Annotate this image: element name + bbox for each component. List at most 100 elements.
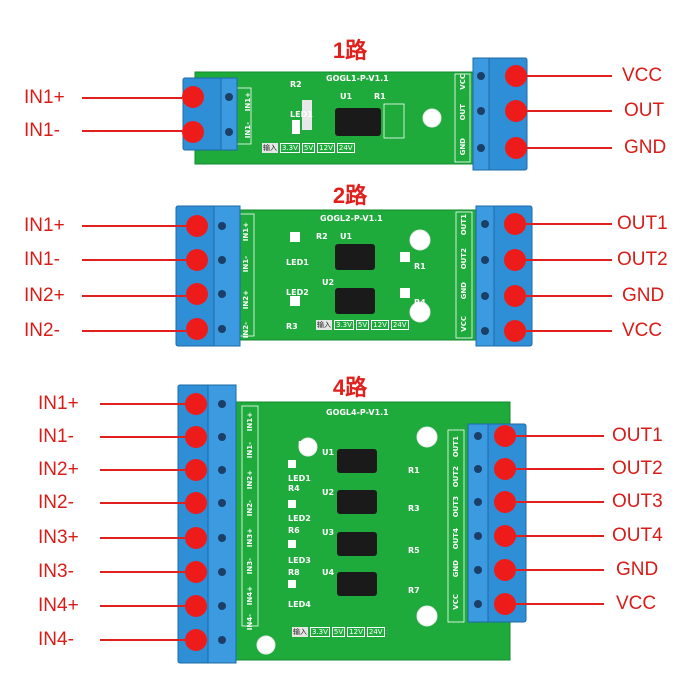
silk-pin-label: GND: [460, 282, 468, 300]
board-2-left-label: IN1-: [24, 249, 60, 270]
component-designator: R3: [408, 504, 420, 513]
silk-pin-label: IN2+: [246, 470, 254, 490]
board-2-silk-name: GOGL2-P-V1.1: [320, 214, 383, 223]
voltage-label: 24V: [366, 627, 385, 637]
component-designator: R1: [408, 466, 420, 475]
component-designator: R2: [316, 232, 328, 241]
silk-pin-label: GND: [452, 560, 460, 578]
silk-pin-label: IN2+: [242, 290, 250, 310]
silk-pin-label: OUT2: [460, 248, 468, 270]
component-designator: U3: [322, 528, 335, 537]
board-2: [82, 205, 612, 347]
board-2-right-label: GND: [622, 285, 665, 306]
silk-pin-label: IN1+: [244, 92, 252, 112]
component-designator: R7: [408, 586, 420, 595]
voltage-label: 12V: [347, 627, 365, 637]
silk-pin-label: IN1+: [246, 412, 254, 432]
voltage-label: 5V: [355, 320, 370, 330]
silk-pin-label: OUT1: [460, 214, 468, 236]
silk-pin-label: VCC: [452, 594, 460, 610]
component-designator: R2: [290, 80, 302, 89]
component-designator: LED2: [288, 514, 311, 523]
component-designator: U4: [322, 568, 335, 577]
component-designator: R4: [288, 484, 300, 493]
component-designator: LED3: [288, 556, 311, 565]
voltage-label: 24V: [390, 320, 409, 330]
board-4-right-label: OUT4: [612, 525, 663, 546]
board-2-right-label: OUT1: [617, 213, 668, 234]
component-designator: R1: [374, 92, 386, 101]
silk-pin-label: IN2-: [242, 322, 250, 339]
silk-pin-label: VCC: [459, 74, 467, 90]
component-designator: U2: [322, 488, 335, 497]
board-4-right-label: OUT3: [612, 491, 663, 512]
board-4-silk-name: GOGL4-P-V1.1: [326, 408, 389, 417]
silk-pin-label: IN3-: [246, 558, 254, 575]
board-4-left-label: IN3+: [38, 527, 79, 548]
board-2-voltage-strip: 输入 3.3V 5V 12V 24V: [316, 320, 409, 330]
board-4-voltage-strip: 输入 3.3V 5V 12V 24V: [292, 627, 385, 637]
board-2-title: 2路: [332, 183, 368, 208]
silk-pin-label: IN1-: [246, 442, 254, 459]
board-2-left-label: IN1+: [24, 215, 65, 236]
board-1-left-label: IN1-: [24, 120, 60, 141]
board-2-left-label: IN2-: [24, 320, 60, 341]
component-designator: LED1: [286, 258, 309, 267]
silk-pin-label: GND: [459, 138, 467, 156]
silk-pin-label: IN2-: [246, 500, 254, 517]
voltage-label: 输入: [262, 143, 278, 153]
board-1-voltage-strip: 输入 3.3V 5V 12V 24V: [262, 143, 355, 153]
silk-pin-label: OUT4: [452, 528, 460, 550]
board-4-left-label: IN3-: [38, 561, 74, 582]
board-4-title: 4路: [332, 375, 368, 400]
voltage-label: 3.3V: [334, 320, 354, 330]
board-1-right-label: VCC: [622, 65, 663, 86]
voltage-label: 12V: [317, 143, 335, 153]
component-designator: LED4: [288, 600, 311, 609]
voltage-label: 12V: [371, 320, 389, 330]
board-1-title: 1路: [332, 38, 368, 63]
component-designator: R5: [408, 546, 420, 555]
component-designator: U1: [340, 232, 353, 241]
board-2-left-label: IN2+: [24, 285, 65, 306]
component-designator: LED1: [288, 474, 311, 483]
board-4-right-label: OUT1: [612, 425, 663, 446]
voltage-label: 3.3V: [280, 143, 300, 153]
component-designator: R8: [288, 568, 300, 577]
voltage-label: 5V: [301, 143, 316, 153]
component-designator: R2: [298, 440, 310, 449]
silk-pin-label: IN1-: [244, 122, 252, 139]
silk-pin-label: OUT: [459, 104, 467, 121]
board-1-right-label: OUT: [624, 100, 665, 121]
board-4-left-label: IN1-: [38, 426, 74, 447]
silk-pin-label: IN4-: [246, 614, 254, 631]
component-designator: U2: [322, 278, 335, 287]
component-designator: R1: [414, 262, 426, 271]
component-designator: U1: [340, 92, 353, 101]
silk-pin-label: OUT3: [452, 496, 460, 518]
silk-pin-label: IN4+: [246, 586, 254, 606]
component-designator: LED2: [286, 288, 309, 297]
component-designator: R6: [288, 526, 300, 535]
voltage-label: 24V: [336, 143, 355, 153]
board-4-left-label: IN4+: [38, 595, 79, 616]
board-1: [82, 57, 612, 171]
voltage-label: 5V: [331, 627, 346, 637]
board-2-right-label: VCC: [622, 320, 663, 341]
board-1-left-label: IN1+: [24, 87, 65, 108]
silk-pin-label: VCC: [460, 316, 468, 332]
board-4-right-label: VCC: [616, 593, 657, 614]
silk-pin-label: IN1+: [242, 222, 250, 242]
board-2-right-label: OUT2: [617, 249, 668, 270]
silk-pin-label: IN1-: [242, 256, 250, 273]
component-designator: R3: [286, 322, 298, 331]
board-1-right-label: GND: [624, 137, 667, 158]
board-4-left-label: IN2+: [38, 459, 79, 480]
board-4-left-label: IN2-: [38, 492, 74, 513]
component-designator: R4: [414, 298, 426, 307]
board-4: [100, 384, 604, 664]
silk-pin-label: OUT2: [452, 466, 460, 488]
component-designator: U1: [322, 448, 335, 457]
silk-pin-label: IN3+: [246, 528, 254, 548]
